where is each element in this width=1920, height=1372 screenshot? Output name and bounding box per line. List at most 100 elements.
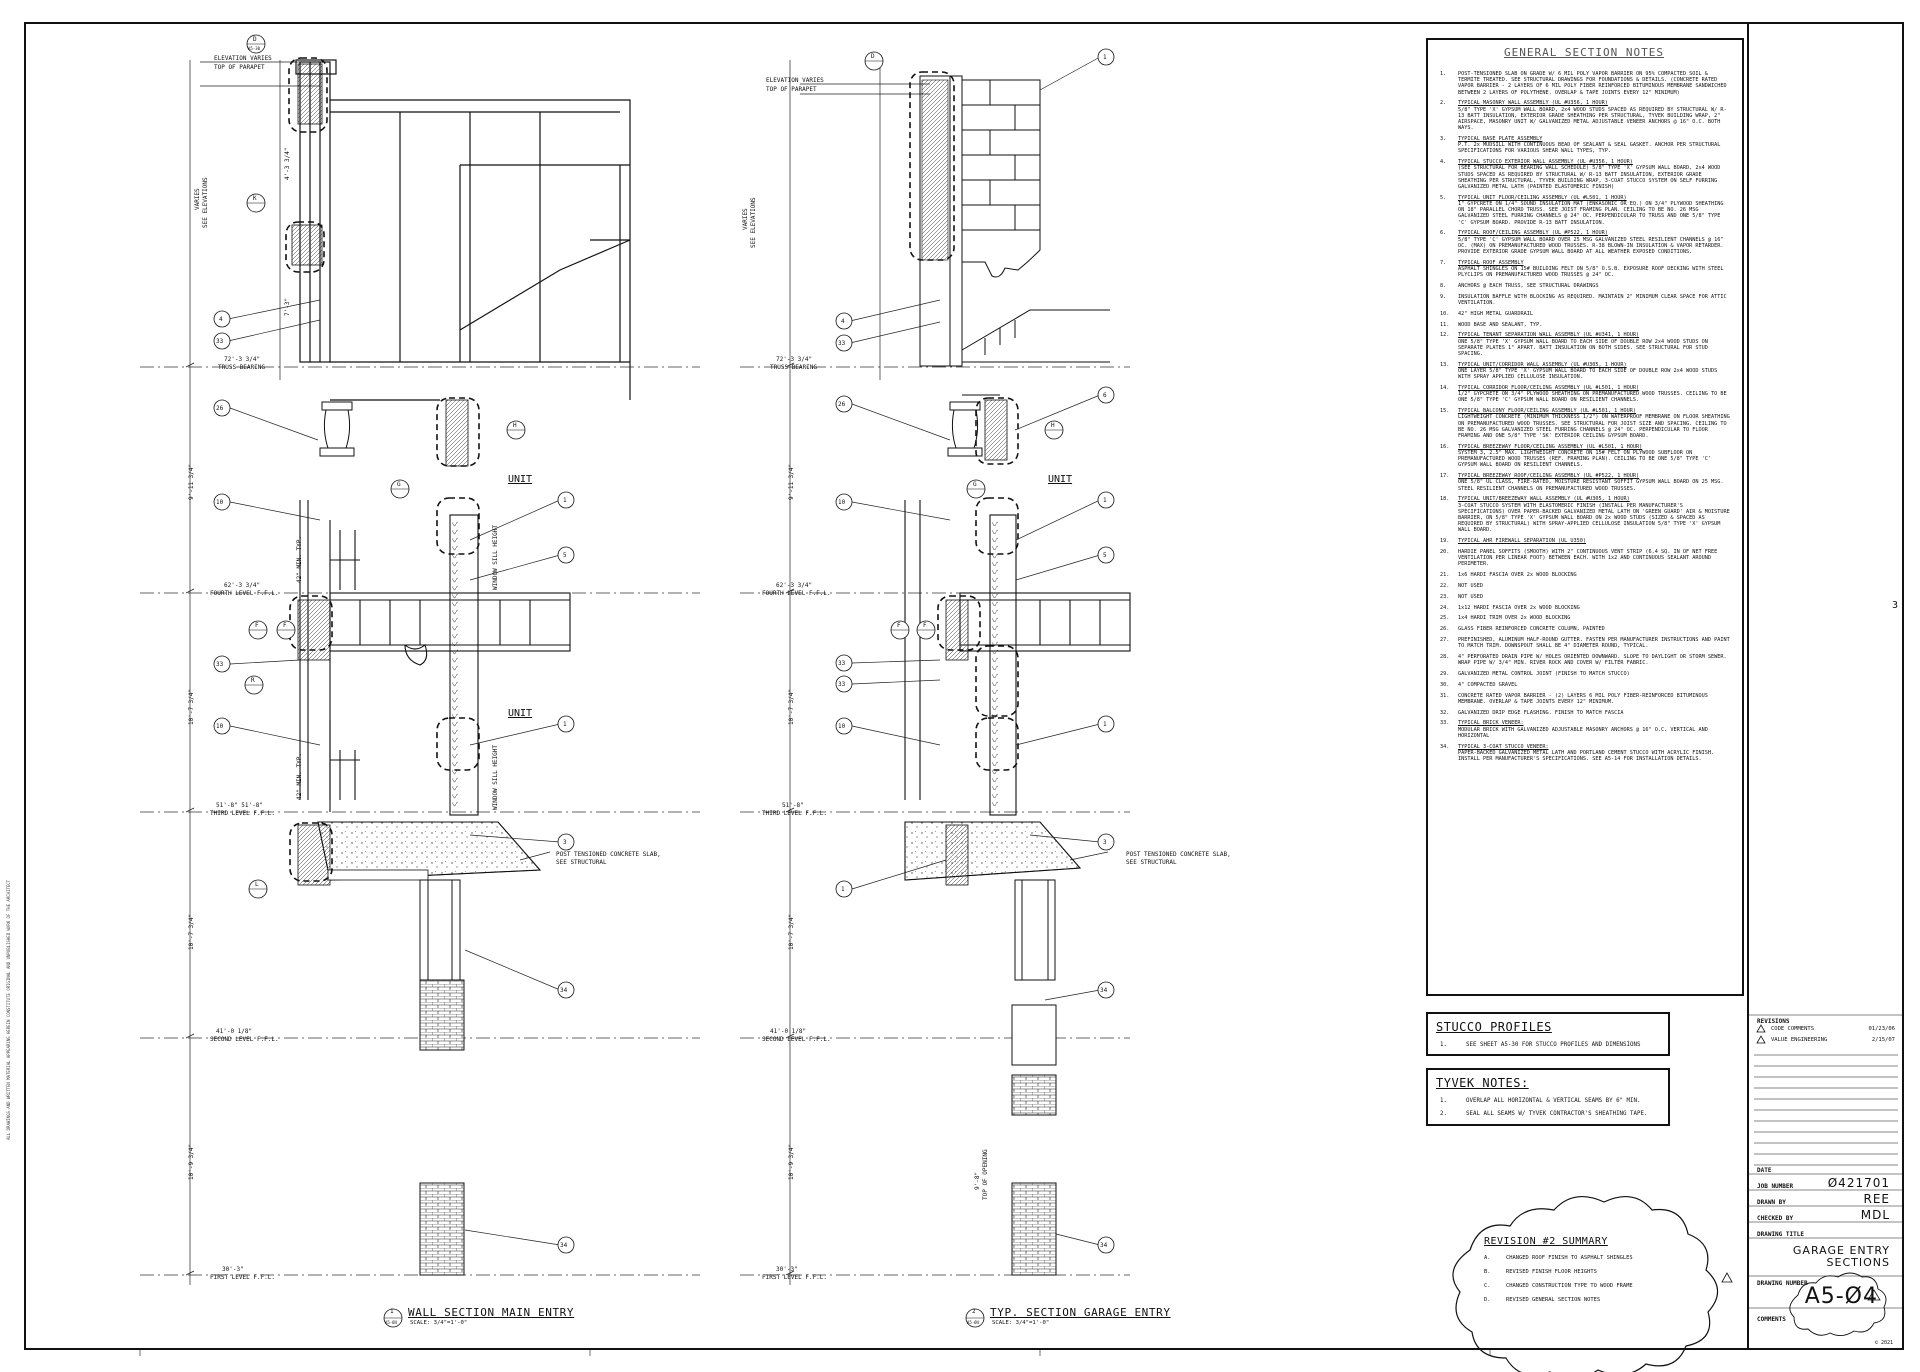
callout-5-left: 5 [563,552,567,559]
callout-4-left: 4 [219,316,223,323]
callout-4-right: 4 [841,318,845,325]
drawing-number-value: A5-Ø4 [1804,1284,1878,1309]
section-garage-marker-sheet: A5-Ø4 [967,1320,980,1325]
callout-1b-right: 1 [1103,497,1107,504]
varies-note-right: VARIES [742,208,749,230]
second-level-el-right: 41'-0 1/8" [770,1028,807,1035]
section-garage-scale: SCALE: 3/4"=1'-0" [992,1320,1050,1326]
truss-bearing-el-left: 72'-3 3/4" [224,356,261,363]
fourth-level-right: FOURTH LEVEL F.F.L. [762,590,831,597]
callout-33-left: 33 [216,338,224,345]
right-edge-mark: 3 [1892,600,1899,611]
dim-left-6: 10'-9 3/4" [188,1143,195,1180]
drawing-title-line-2: SECTIONS [1826,1256,1890,1269]
revision-item-d: D.REVISED GENERAL SECTION NOTES [1484,1297,1601,1303]
revision-row-1: CODE COMMENTS 01/23/06 [1771,1026,1895,1032]
general-note-item: 18.TYPICAL UNIT/BREEZEWAY WALL ASSEMBLY … [1440,496,1730,534]
general-note-item: 30.4" COMPACTED GRAVEL [1440,681,1518,688]
callout-33c-right: 33 [838,681,846,688]
callout-34-left: 34 [560,987,568,994]
general-note-item: 28.4" PERFORATED DRAIN PIPE W/ HOLES ORI… [1440,654,1727,667]
truss-bearing-left: TRUSS BEARING [218,364,265,371]
drawing-title-label: DRAWING TITLE [1757,1231,1804,1238]
callout-10b-left: 10 [216,723,224,730]
dim-left-2: 7'-3" [284,297,291,316]
general-note-item: 27.PREFINISHED, ALUMINUM HALF-ROUND GUTT… [1440,637,1730,650]
general-note-item: 12.TYPICAL TENANT SEPARATION WALL ASSEMB… [1440,332,1708,358]
general-note-item: 10.42" HIGH METAL GUARDRAIL [1440,310,1533,317]
guardrail-note-left-2: 42" MIN. TYP. [296,753,303,800]
general-note-item: 17.TYPICAL BREEZEWAY ROOF/CEILING ASSEMB… [1440,473,1724,492]
general-note-item: 1.POST-TENSIONED SLAB ON GRADE W/ 6 MIL … [1440,71,1727,96]
callout-1b-left: 1 [563,721,567,728]
top-of-parapet-right: TOP OF PARAPET [766,86,817,93]
revision-item-a: A.CHANGED ROOF FINISH TO ASPHALT SHINGLE… [1484,1255,1633,1261]
general-section-notes: GENERAL SECTION NOTES 1.POST-TENSIONED S… [1426,38,1744,996]
job-number-label: JOB NUMBER [1757,1183,1794,1190]
callout-k-left: K [253,195,257,202]
pt-slab-note-left-1: POST TENSIONED CONCRETE SLAB, [556,851,661,858]
first-level-el-right: 30'-3" [776,1266,798,1273]
general-note-item: 33.TYPICAL BRICK VENEER:MODULAR BRICK WI… [1440,720,1708,739]
section-main-scale: SCALE: 3/4"=1'-0" [410,1320,468,1326]
revisions-label: REVISIONS [1757,1018,1790,1025]
callout-5-right: 5 [1103,552,1107,559]
dim-left-4: 10'-7 3/4" [188,688,195,725]
callout-33-right: 33 [838,340,846,347]
section-main-marker-num: 1 [390,1308,394,1315]
callout-h-right: H [1051,422,1055,429]
callout-d-right: D [871,53,875,60]
callout-26-left: 26 [216,405,224,412]
callout-6-right: 6 [1103,392,1107,399]
second-level-el-left: 41'-0 1/8" [216,1028,253,1035]
opening-dim-right: 9'-8" [974,1171,981,1190]
dim-right-3: 10'-7 3/4" [788,913,795,950]
callout-d-left: D [253,36,257,43]
tyvek-notes-title: TYVEK NOTES: [1436,1076,1529,1090]
callout-1-right: 1 [1103,54,1107,61]
general-note-item: 14.TYPICAL CORRIDOR FLOOR/CEILING ASSEMB… [1440,385,1727,404]
general-note-item: 13.TYPICAL UNIT/CORRIDOR WALL ASSEMBLY (… [1440,361,1718,381]
general-note-item: 8.ANCHORS @ EACH TRUSS, SEE STRUCTURAL D… [1440,283,1599,290]
general-note-item: 9.INSULATION BAFFLE WITH BLOCKING AS REQ… [1440,293,1727,307]
section-garage-marker-num: 2 [972,1308,976,1315]
drawn-by-value: REE [1863,1192,1890,1206]
unit-label-right: UNIT [1048,474,1073,485]
window-note-left-2: WINDOW SILL HEIGHT [492,744,499,810]
first-level-left: FIRST LEVEL F.F.L. [210,1274,276,1281]
callout-34-right: 34 [1100,987,1108,994]
general-note-item: 15.TYPICAL BALCONY FLOOR/CEILING ASSEMBL… [1440,408,1730,440]
pt-slab-note-right-2: SEE STRUCTURAL [1126,859,1177,866]
guardrail-note-left: 42" MIN. TYP. [296,536,303,583]
third-level-right: THIRD LEVEL F.F.L. [762,810,828,817]
drawing-number-label: DRAWING NUMBER [1757,1280,1808,1287]
margin-copyright-text: ALL DRAWINGS AND WRITTEN MATERIAL APPEAR… [6,879,11,1140]
title-block: REVISIONS CODE COMMENTS 01/23/06 VALUE E… [1747,22,1904,1350]
general-note-item: 19.TYPICAL AHR FIREWALL SEPARATION (UL U… [1440,538,1587,545]
revision-summary-title: REVISION #2 SUMMARY [1484,1236,1608,1247]
dim-left-3: 9'-11 3/4" [188,463,195,500]
truss-bearing-right: TRUSS BEARING [770,364,817,371]
unit-label-left-1: UNIT [508,474,533,485]
callout-l-left: L [255,881,259,888]
stucco-profiles-item: 1. SEE SHEET A5-30 FOR STUCCO PROFILES A… [1440,1042,1641,1048]
general-note-item: 4.TYPICAL STUCCO EXTERIOR WALL ASSEMBLY … [1440,159,1721,191]
truss-bearing-el-right: 72'-3 3/4" [776,356,813,363]
callout-f2-right: F [923,622,927,629]
drawing-title-line-1: GARAGE ENTRY [1792,1244,1890,1257]
callout-h-left: H [513,422,517,429]
see-elevations-right: SEE ELEVATIONS [750,197,757,248]
callout-g-right: G [973,481,977,488]
general-notes-list: 1.POST-TENSIONED SLAB ON GRADE W/ 6 MIL … [1436,71,1732,762]
drawing-sheet [24,22,1904,1350]
general-note-item: 31.CONCRETE RATED VAPOR BARRIER - (2) LA… [1440,692,1708,705]
general-note-item: 34.TYPICAL 3-COAT STUCCO VENEER:PAPER-BA… [1440,743,1715,763]
third-level-left: THIRD LEVEL F.F.L. [210,810,276,817]
opening-note-right: TOP OF OPENING [982,1149,989,1200]
revision-item-b: B.REVISED FINISH FLOOR HEIGHTS [1484,1269,1597,1275]
callout-10b-right: 10 [838,723,846,730]
general-note-item: 22.NOT USED [1440,583,1483,590]
callout-3-left: 3 [563,839,567,846]
general-note-item: 11.WOOD BASE AND SEALANT, TYP. [1440,321,1543,328]
